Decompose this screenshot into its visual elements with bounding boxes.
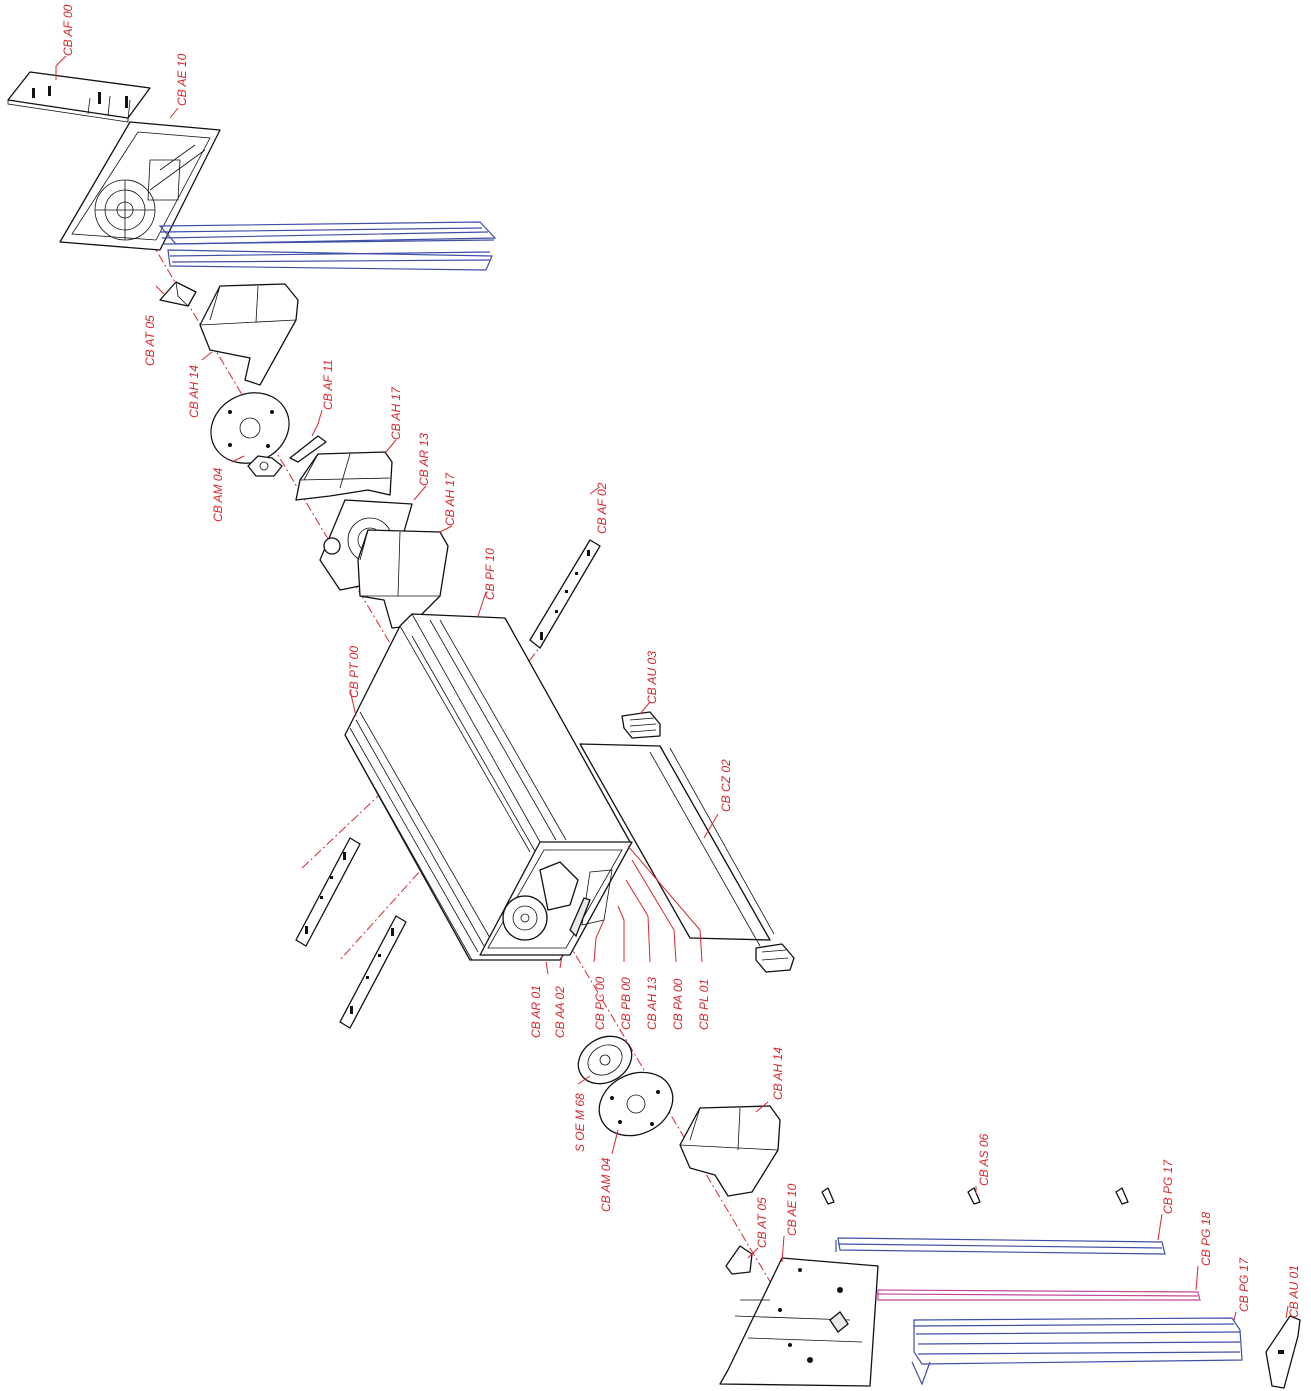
label-cb-ah-17-a: CB AH 17 bbox=[389, 386, 403, 440]
label-cb-pb-00: CB PB 00 bbox=[619, 977, 633, 1030]
insulation-cb-ah-17-a bbox=[295, 451, 393, 501]
rail-cb-pg-17-lower bbox=[911, 1317, 1243, 1386]
clip-cb-at-05-bottom bbox=[725, 1245, 753, 1275]
rail-blue-top bbox=[158, 221, 497, 271]
clamp-cb-af-11 bbox=[247, 455, 283, 477]
label-cb-as-06: CB AS 06 bbox=[977, 1133, 991, 1186]
motor-s-oe-m-68 bbox=[577, 1035, 633, 1085]
motor-plate-cb-am-04-top bbox=[210, 392, 290, 464]
label-cb-ah-14-top: CB AH 14 bbox=[187, 365, 201, 418]
label-cb-ar-01: CB AR 01 bbox=[529, 985, 543, 1038]
label-cb-cz-02: CB CZ 02 bbox=[719, 759, 733, 812]
label-cb-pg-17-b: CB PG 17 bbox=[1237, 1257, 1251, 1312]
label-cb-pg-18: CB PG 18 bbox=[1199, 1212, 1213, 1266]
label-cb-ar-13: CB AR 13 bbox=[417, 433, 431, 486]
label-s-oe-m-68: S OE M 68 bbox=[573, 1093, 587, 1152]
part-labels: CB AF 00 CB AE 10 CB AT 05 CB AH 14 CB A… bbox=[61, 4, 1301, 1318]
insulation-cb-ah-14-bottom bbox=[679, 1105, 781, 1197]
bracket-left-lower bbox=[339, 915, 407, 1029]
label-cb-ah-17-b: CB AH 17 bbox=[443, 472, 457, 526]
label-cb-pt-00: CB PT 00 bbox=[347, 646, 361, 698]
label-cb-au-03: CB AU 03 bbox=[645, 651, 659, 704]
label-cb-pc-00: CB PC 00 bbox=[593, 976, 607, 1030]
label-cb-pf-10: CB PF 10 bbox=[483, 548, 497, 600]
label-cb-af-00: CB AF 00 bbox=[61, 4, 75, 56]
clip-cb-au-03 bbox=[621, 711, 661, 739]
label-cb-ae-10-bottom: CB AE 10 bbox=[785, 1183, 799, 1236]
label-cb-ah-13: CB AH 13 bbox=[645, 977, 659, 1030]
rail-cb-pg-18 bbox=[875, 1289, 1201, 1301]
screws-cb-as-06 bbox=[821, 1187, 1129, 1205]
rail-cb-pg-17-upper bbox=[835, 1237, 1166, 1255]
drip-tray-cb-cz-02 bbox=[579, 743, 775, 947]
leader-lines bbox=[55, 55, 1289, 1321]
label-cb-ah-14-bottom: CB AH 14 bbox=[771, 1047, 785, 1100]
label-cb-pa-00: CB PA 00 bbox=[671, 978, 685, 1030]
label-cb-ae-10-top: CB AE 10 bbox=[175, 53, 189, 106]
label-cb-au-01: CB AU 01 bbox=[1287, 1265, 1301, 1318]
spring-cb-af-11 bbox=[289, 435, 327, 463]
insulation-cb-ah-14-top bbox=[199, 283, 299, 386]
label-cb-am-04-top: CB AM 04 bbox=[211, 467, 225, 522]
label-cb-af-02: CB AF 02 bbox=[595, 482, 609, 534]
label-cb-af-11: CB AF 11 bbox=[321, 360, 335, 410]
label-cb-aa-02: CB AA 02 bbox=[553, 986, 567, 1038]
label-cb-pg-17-a: CB PG 17 bbox=[1161, 1159, 1175, 1214]
label-cb-at-05-bottom: CB AT 05 bbox=[755, 1197, 769, 1248]
end-plate-cb-ae-10-bottom bbox=[719, 1257, 879, 1387]
clip-cb-au-01 bbox=[1265, 1315, 1301, 1389]
insulation-cb-ah-17-b bbox=[357, 529, 449, 629]
fan-box-front-opening bbox=[479, 841, 633, 956]
label-cb-at-05-top: CB AT 05 bbox=[143, 315, 157, 366]
bracket-cb-af-00 bbox=[7, 71, 151, 123]
motor-plate-cb-am-04-bottom bbox=[598, 1071, 674, 1137]
end-plate-cb-ae-10-top bbox=[59, 121, 221, 251]
label-cb-pl-01: CB PL 01 bbox=[697, 979, 711, 1030]
label-cb-am-04-bottom: CB AM 04 bbox=[599, 1157, 613, 1212]
clip-cb-at-05-top bbox=[159, 281, 197, 307]
bracket-cb-af-02 bbox=[529, 539, 601, 649]
bracket-left-upper bbox=[295, 837, 361, 947]
clip-cb-au-03-lower bbox=[755, 943, 795, 973]
